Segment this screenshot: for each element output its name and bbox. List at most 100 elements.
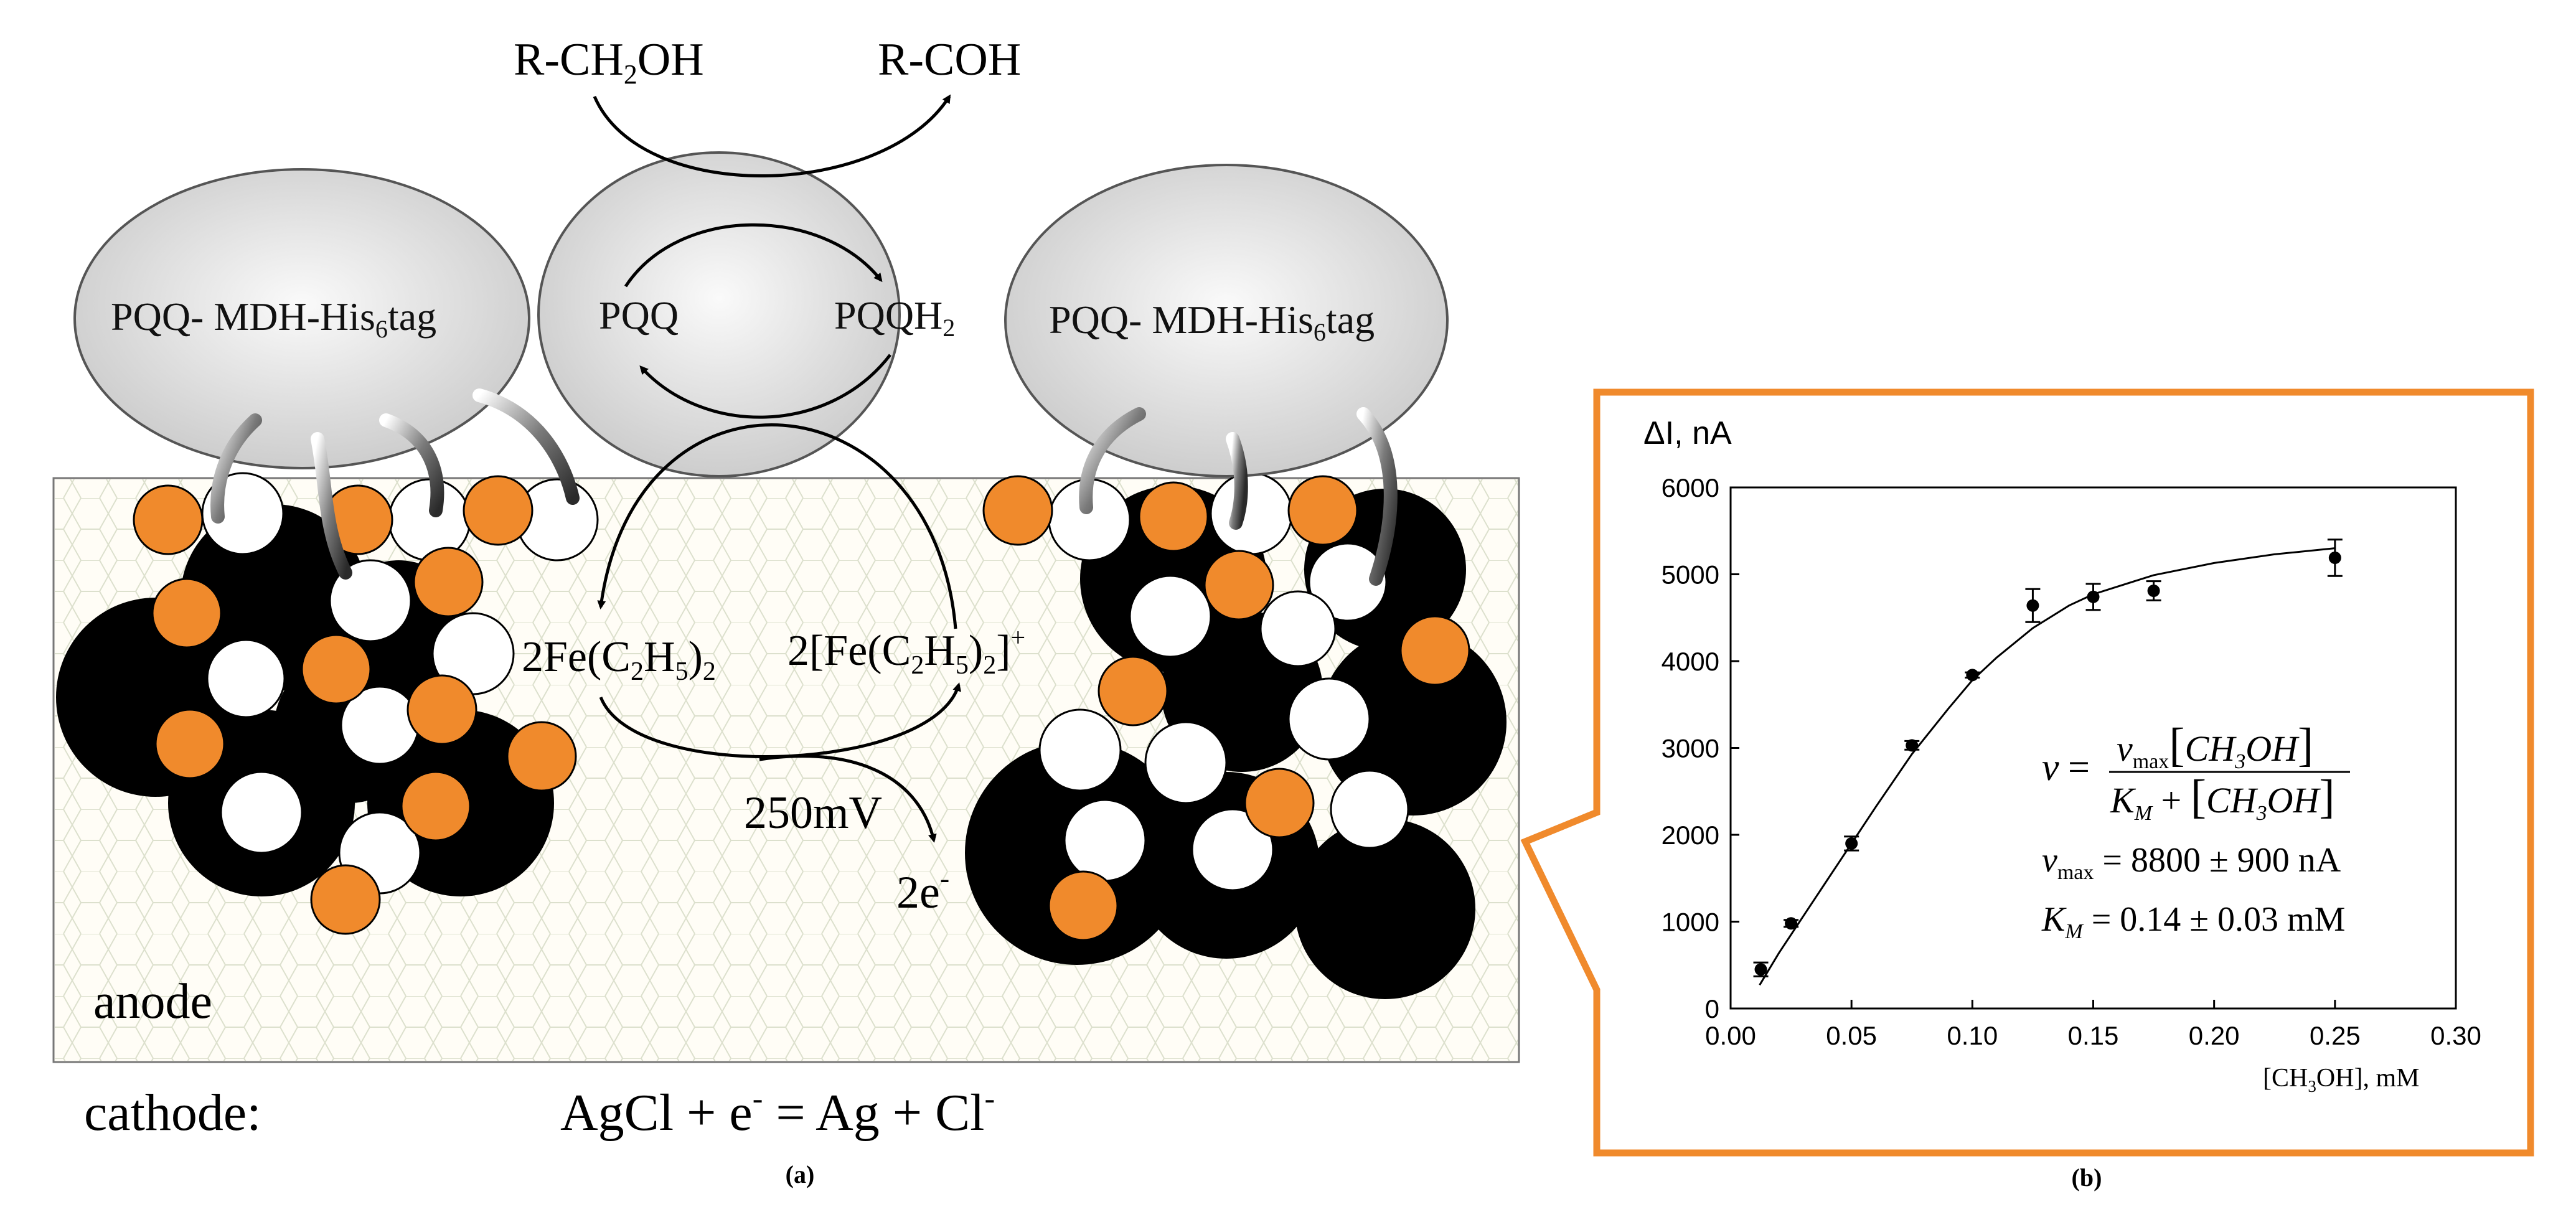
- anode-label: anode: [93, 974, 212, 1029]
- particle-orange: [310, 864, 381, 935]
- particle-white: [206, 639, 286, 718]
- y-axis-ticks: 0 1000 2000 3000 4000 5000 6000: [1662, 473, 1739, 1023]
- zoom-callout-frame: [1520, 388, 2534, 1157]
- x-tick-label: 0.25: [2310, 1021, 2361, 1050]
- km-value: KM = 0.14 ± 0.03 mM: [2041, 900, 2345, 943]
- reaction-arrows: [593, 94, 961, 843]
- particle-orange: [133, 484, 204, 555]
- substrate-arrow: [593, 94, 951, 177]
- pqqh2-oxidation-arrow: [639, 354, 891, 419]
- particle-orange: [463, 475, 534, 546]
- x-tick-label: 0.00: [1705, 1021, 1756, 1050]
- particle-white: [1259, 590, 1337, 667]
- y-tick-label: 5000: [1662, 560, 1719, 590]
- particle-white: [1063, 799, 1147, 882]
- particle-orange: [1098, 656, 1168, 726]
- particle-white: [1308, 542, 1388, 622]
- x-tick-label: 0.15: [2068, 1021, 2119, 1050]
- y-tick-label: 4000: [1662, 647, 1719, 676]
- x-tick-label: 0.20: [2189, 1021, 2240, 1050]
- particle-white: [1038, 708, 1122, 792]
- equation-equals: =: [2068, 746, 2090, 789]
- particle-orange: [1399, 615, 1470, 686]
- x-tick-label: 0.30: [2430, 1021, 2481, 1050]
- pqq-label: PQQ: [599, 293, 679, 337]
- x-tick-label: 0.10: [1947, 1021, 1998, 1050]
- data-point: [1754, 963, 1767, 976]
- particle-white: [1129, 575, 1212, 658]
- particle-orange: [1203, 550, 1274, 621]
- equation-denominator: KM + [CH3OH]: [2110, 771, 2335, 825]
- particle-white: [1287, 677, 1371, 761]
- enzyme-left: [73, 168, 530, 469]
- equation-v: v: [2042, 746, 2059, 789]
- data-point: [1906, 739, 1919, 752]
- substrate-label: R-CH2OH: [514, 34, 704, 90]
- x-axis-label: [CH3OH], mM: [2263, 1064, 2420, 1096]
- particle-orange: [1287, 475, 1358, 546]
- particle-orange: [413, 547, 484, 618]
- data-point: [2328, 551, 2341, 564]
- y-tick-label: 1000: [1662, 908, 1719, 937]
- particle-orange: [301, 634, 372, 705]
- data-point: [1785, 917, 1798, 930]
- particle-orange: [1244, 768, 1315, 839]
- x-tick-label: 0.05: [1826, 1021, 1877, 1050]
- carbon-particle: [1295, 819, 1475, 999]
- data-point: [1845, 837, 1858, 850]
- mediator-reduction-arrow: [597, 423, 957, 629]
- his-tag-tethers: [210, 388, 1398, 586]
- enzyme-left-label: PQQ- MDH-His6tag: [111, 294, 436, 343]
- data-point: [1966, 669, 1979, 682]
- y-tick-label: 6000: [1662, 473, 1719, 502]
- enzyme-right: [1004, 164, 1449, 477]
- particle-white: [329, 559, 412, 642]
- product-label: R-COH: [878, 34, 1021, 85]
- particle-orange: [1138, 481, 1209, 552]
- potential-label: 250mV: [744, 787, 882, 839]
- panel-a: R-CH2OH R-COH PQQ- MDH-His6tag PQQ- MDH-…: [52, 34, 1520, 1188]
- pqq-reduction-arrow: [624, 223, 883, 288]
- particle-cluster-left: [56, 472, 599, 935]
- cathode-reaction: AgCl + e- = Ag + Cl-: [560, 1081, 995, 1142]
- data-point: [2026, 599, 2039, 612]
- data-series: [1753, 538, 2343, 977]
- carbon-particle: [1320, 629, 1507, 816]
- particle-orange: [1048, 870, 1119, 941]
- particle-white: [388, 478, 471, 562]
- michaelis-menten-equation: v = vmax[CH3OH] KM + [CH3OH] vmax = 8800…: [2041, 719, 2350, 943]
- particle-orange: [151, 578, 222, 649]
- particle-white: [1191, 808, 1274, 891]
- cathode-label: cathode:: [84, 1084, 261, 1142]
- y-axis-label: ΔI, nA: [1643, 415, 1732, 451]
- particle-orange: [982, 475, 1053, 546]
- particle-white: [1330, 769, 1409, 849]
- y-tick-label: 0: [1705, 994, 1719, 1023]
- panel-a-caption: (a): [786, 1160, 815, 1188]
- y-tick-label: 2000: [1662, 820, 1719, 850]
- mediator-oxidized-label: 2[Fe(C2H5)2]+: [787, 624, 1025, 680]
- data-point: [2087, 590, 2100, 603]
- x-axis-ticks: 0.00 0.05 0.10 0.15 0.20 0.25 0.30: [1705, 1000, 2481, 1050]
- particle-cluster-right: [965, 472, 1507, 999]
- particle-white: [220, 771, 303, 854]
- data-point: [2147, 585, 2160, 598]
- enzyme-right-label: PQQ- MDH-His6tag: [1049, 298, 1375, 346]
- particle-orange: [506, 721, 577, 792]
- particle-orange: [407, 674, 477, 745]
- pqqh2-label: PQQH2: [834, 293, 955, 342]
- electrons-label: 2e-: [896, 862, 949, 918]
- particle-white: [1210, 472, 1293, 555]
- mediator-reduced-label: 2Fe(C2H5)2: [522, 633, 716, 686]
- electron-arrow: [759, 755, 937, 843]
- equation-numerator: vmax[CH3OH]: [2117, 719, 2313, 773]
- vmax-value: vmax = 8800 ± 900 nA: [2042, 841, 2341, 884]
- particle-orange: [154, 708, 225, 779]
- y-tick-label: 3000: [1662, 734, 1719, 763]
- panel-b-caption: (b): [2072, 1164, 2102, 1192]
- particle-orange: [400, 771, 471, 842]
- particle-white: [1144, 721, 1228, 804]
